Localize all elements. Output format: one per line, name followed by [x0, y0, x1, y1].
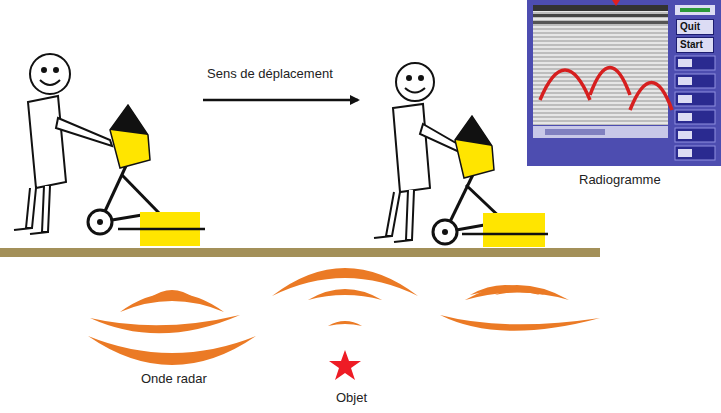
button-text: Quit [680, 21, 700, 32]
radiogram-label: Radiogramme [579, 172, 661, 187]
button-text: Start [680, 39, 703, 50]
quit-button: Quit [676, 19, 714, 35]
object-label: Objet [336, 390, 367, 405]
direction-label: Sens de déplacement [207, 66, 333, 81]
gpr-cart-left [88, 105, 205, 246]
start-button: Start [676, 37, 714, 53]
wave-label: Onde radar [141, 371, 207, 386]
radar-waves [88, 268, 600, 365]
direction-arrow [203, 99, 358, 102]
object-star [329, 350, 361, 380]
ground [0, 248, 600, 257]
radiogram-window [527, 0, 721, 166]
operator-left [14, 54, 112, 234]
